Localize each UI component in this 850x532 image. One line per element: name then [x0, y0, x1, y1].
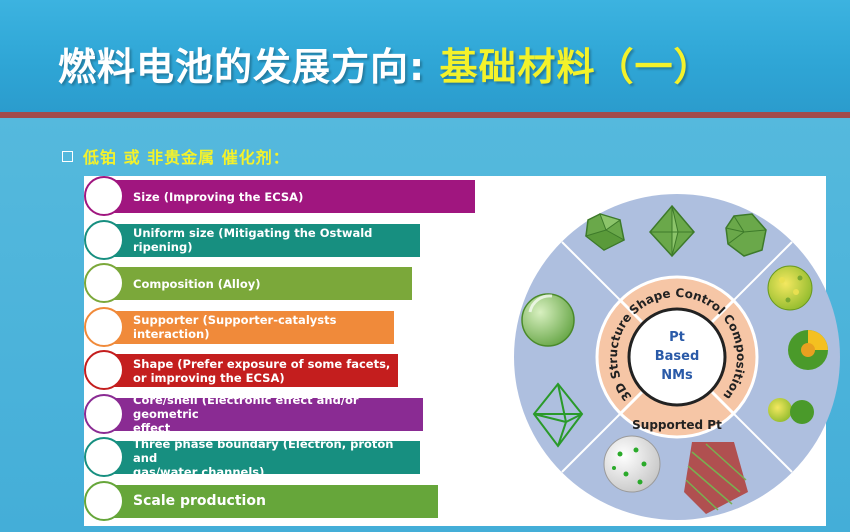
title-highlight: 基础材料（一） [439, 45, 713, 89]
factor-circle-icon [84, 263, 124, 303]
nanosphere-yellow-icon [767, 265, 813, 311]
factor-label: Uniform size (Mitigating the Ostwald rip… [133, 226, 373, 254]
factor-label: Shape (Prefer exposure of some facets,or… [133, 356, 391, 385]
wireframe-octahedron-icon [532, 382, 584, 448]
factor-bar: Three phase boundary (Electron, proton a… [106, 437, 420, 479]
center-label-line3: NMs [661, 368, 693, 383]
factor-bar: Size (Improving the ECSA) [106, 180, 475, 213]
octahedron-icon [649, 204, 695, 258]
center-label-line1: Pt [669, 330, 685, 345]
factor-label: Supporter (Supporter-catalysts interacti… [133, 313, 337, 341]
bullet-item: 低铂 或 非贵金属 催化剂： [62, 144, 290, 168]
factor-circle-icon [84, 437, 124, 477]
slide-header [0, 0, 850, 112]
factor-row: Shape (Prefer exposure of some facets,or… [84, 350, 504, 390]
factor-row: Supporter (Supporter-catalysts interacti… [84, 306, 504, 347]
pt-nms-wheel-diagram: Shape Control Composition 3D Structure S… [514, 194, 840, 520]
factor-bar: Scale production [106, 484, 438, 518]
header-divider [0, 112, 850, 118]
factor-row: Composition (Alloy) [84, 263, 504, 303]
center-label-line2: Based [655, 349, 700, 364]
factor-circle-icon [84, 306, 124, 347]
factor-bar: Shape (Prefer exposure of some facets,or… [106, 354, 398, 387]
factor-label: Size (Improving the ECSA) [133, 189, 304, 204]
square-bullet-icon [62, 150, 73, 162]
factor-circle-icon [84, 350, 124, 390]
factor-row: Size (Improving the ECSA) [84, 176, 504, 216]
supported-lattice-icon [684, 442, 748, 514]
cuboctahedron-icon [725, 213, 767, 257]
core-shell-sphere-icon [788, 330, 828, 370]
decorated-sphere-icon [603, 435, 661, 493]
factor-row: Three phase boundary (Electron, proton a… [84, 437, 504, 479]
factor-row: Scale production [84, 480, 504, 521]
factor-circle-icon [84, 393, 124, 434]
factor-circle-icon [84, 219, 124, 260]
factor-circle-icon [84, 480, 124, 521]
factor-bar: Supporter (Supporter-catalysts interacti… [106, 310, 394, 344]
factor-circle-icon [84, 176, 124, 216]
dimer-particles-icon [768, 398, 814, 424]
factor-label: Three phase boundary (Electron, proton a… [133, 436, 394, 479]
content-panel: Size (Improving the ECSA) Uniform size (M… [84, 176, 840, 526]
factor-row: Core/shell (Electronic effect and/or geo… [84, 393, 504, 435]
hollow-sphere-icon [521, 293, 575, 347]
factor-bar: Core/shell (Electronic effect and/or geo… [106, 393, 423, 435]
title-main: 燃料电池的发展方向: [58, 45, 440, 89]
icosahedron-icon [584, 213, 626, 251]
factor-bar: Uniform size (Mitigating the Ostwald rip… [106, 223, 420, 257]
wheel-center [627, 307, 727, 407]
slide-title: 燃料电池的发展方向: 基础材料（一） [58, 36, 712, 91]
factor-label: Composition (Alloy) [133, 276, 261, 291]
bullet-text: 低铂 或 非贵金属 催化剂： [83, 148, 290, 167]
factor-bar: Composition (Alloy) [106, 267, 412, 300]
segment-label-supported-pt: Supported Pt [632, 418, 722, 432]
factor-label: Core/shell (Electronic effect and/or geo… [133, 393, 359, 435]
factor-label: Scale production [133, 493, 266, 509]
factor-row: Uniform size (Mitigating the Ostwald rip… [84, 219, 504, 260]
